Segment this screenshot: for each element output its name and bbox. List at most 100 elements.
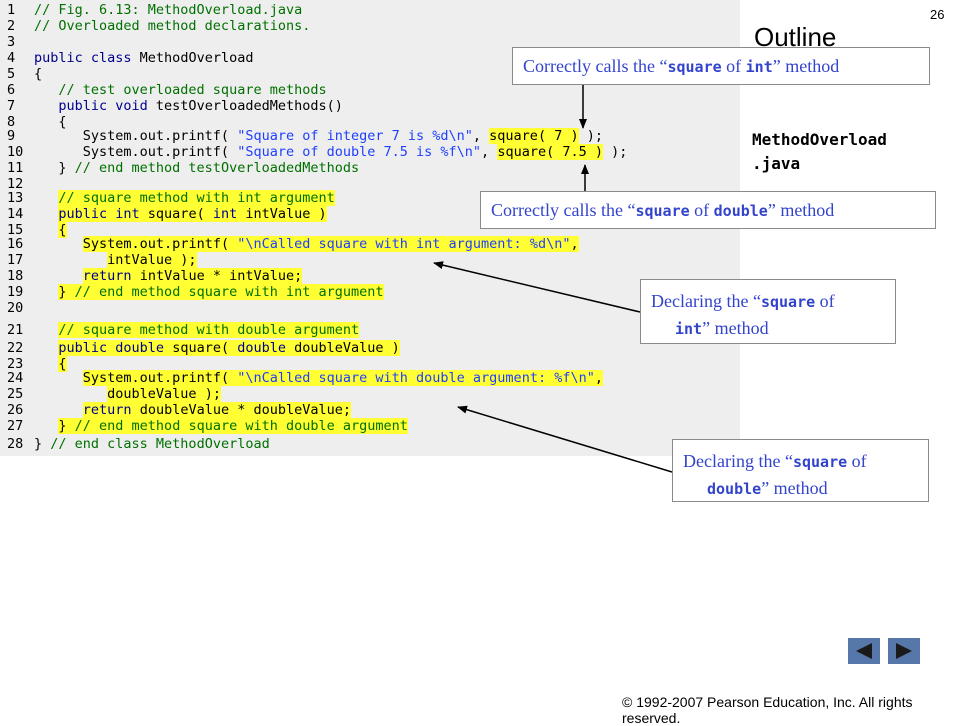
code-text: return doubleValue * doubleValue;: [34, 402, 352, 418]
code-line: 21 // square method with double argument: [0, 322, 740, 338]
code-segment: [34, 190, 58, 206]
code-text: {: [34, 222, 67, 238]
code-segment: // end class MethodOverload: [50, 436, 270, 452]
code-segment: MethodOverload: [131, 50, 254, 66]
line-number: 11: [7, 160, 24, 176]
callout-declares-int: Declaring the “square of int” method: [640, 279, 896, 344]
file-label-line-1: MethodOverload: [752, 130, 887, 149]
code-segment: doubleValue * doubleValue;: [131, 402, 352, 418]
code-segment: System.out.printf(: [82, 236, 238, 252]
code-text: {: [34, 114, 67, 130]
code-segment: return: [82, 268, 132, 284]
next-slide-button[interactable]: [888, 638, 920, 664]
callout-calls-int: Correctly calls the “square of int” meth…: [512, 47, 930, 85]
code-line: 6 // test overloaded square methods: [0, 82, 740, 98]
code-text: } // end method square with int argument: [34, 284, 384, 300]
code-text: System.out.printf( "\nCalled square with…: [34, 370, 603, 386]
copyright-notice: © 1992-2007 Pearson Education, Inc. All …: [622, 694, 913, 726]
code-line: 14 public int square( int intValue ): [0, 206, 740, 222]
code-segment: System.out.printf(: [82, 370, 238, 386]
code-segment: {: [58, 356, 67, 372]
code-segment: {: [34, 66, 43, 82]
code-line: 2 // Overloaded method declarations.: [0, 18, 740, 34]
code-text: System.out.printf( "Square of double 7.5…: [34, 144, 627, 160]
callout-calls-double: Correctly calls the “square of double” m…: [480, 191, 936, 229]
code-text: // square method with double argument: [34, 322, 360, 338]
code-segment: public void: [58, 98, 148, 114]
file-label-line-2: .java: [752, 154, 801, 173]
code-segment: [34, 236, 83, 252]
code-line: 17 intValue );: [0, 252, 740, 268]
code-line: 3: [0, 34, 740, 50]
code-segment: // end method testOverloadedMethods: [74, 160, 360, 176]
code-segment: square(: [139, 206, 213, 222]
code-text: public void testOverloadedMethods(): [34, 98, 342, 114]
line-number: 23: [7, 356, 24, 372]
code-text: System.out.printf( "Square of integer 7 …: [34, 128, 603, 144]
code-segment: int: [212, 206, 238, 222]
line-number: 1: [7, 2, 16, 18]
code-line: 8 {: [0, 114, 740, 130]
code-line: 4 public class MethodOverload: [0, 50, 740, 66]
code-line: 26 return doubleValue * doubleValue;: [0, 402, 740, 418]
code-segment: doubleValue );: [107, 386, 221, 402]
code-segment: [34, 268, 83, 284]
code-segment: System.out.printf(: [34, 144, 238, 160]
code-text: return intValue * intValue;: [34, 268, 303, 284]
code-segment: ,: [472, 128, 490, 144]
line-number: 25: [7, 386, 24, 402]
code-line: 9 System.out.printf( "Square of integer …: [0, 128, 740, 144]
prev-slide-button[interactable]: [848, 638, 880, 664]
code-segment: public class: [34, 50, 132, 66]
code-segment: [34, 284, 58, 300]
code-line: 15 {: [0, 222, 740, 238]
code-segment: "\nCalled square with double argument: %…: [237, 370, 595, 386]
code-segment: // Fig. 6.13: MethodOverload.java: [34, 2, 303, 18]
code-segment: [34, 402, 83, 418]
code-text: {: [34, 356, 67, 372]
line-number: 7: [7, 98, 16, 114]
code-line: 28} // end class MethodOverload: [0, 436, 740, 452]
code-segment: "\nCalled square with int argument: %d\n…: [237, 236, 571, 252]
code-segment: "Square of integer 7 is %d\n": [237, 128, 473, 144]
line-number: 24: [7, 370, 24, 386]
code-text: doubleValue );: [34, 386, 221, 402]
code-line: 27 } // end method square with double ar…: [0, 418, 740, 434]
code-segment: [34, 370, 83, 386]
code-segment: "Square of double 7.5 is %f\n": [237, 144, 482, 160]
code-text: System.out.printf( "\nCalled square with…: [34, 236, 579, 252]
line-number: 17: [7, 252, 24, 268]
code-line: 25 doubleValue );: [0, 386, 740, 402]
code-text: // Overloaded method declarations.: [34, 18, 310, 34]
code-line: 13 // square method with int argument: [0, 190, 740, 206]
code-segment: double: [237, 340, 286, 356]
code-segment: [34, 418, 58, 434]
code-line: 5{: [0, 66, 740, 82]
code-text: // square method with int argument: [34, 190, 335, 206]
line-number: 2: [7, 18, 16, 34]
code-segment: // end method square with int argument: [74, 284, 384, 300]
line-number: 18: [7, 268, 24, 284]
code-segment: // test overloaded square methods: [34, 82, 327, 98]
code-segment: ,: [481, 144, 498, 160]
code-line: 12: [0, 176, 740, 192]
code-line: 10 System.out.printf( "Square of double …: [0, 144, 740, 160]
code-line: 24 System.out.printf( "\nCalled square w…: [0, 370, 740, 386]
code-text: } // end class MethodOverload: [34, 436, 270, 452]
line-number: 4: [7, 50, 16, 66]
line-number: 6: [7, 82, 16, 98]
code-segment: {: [34, 114, 67, 130]
code-text: intValue );: [34, 252, 197, 268]
callout-declares-double: Declaring the “square of double” method: [672, 439, 929, 502]
file-label: MethodOverload .java: [752, 128, 887, 176]
code-segment: {: [58, 222, 67, 238]
code-text: public double square( double doubleValue…: [34, 340, 400, 356]
code-segment: // end method square with double argumen…: [74, 418, 408, 434]
code-text: // test overloaded square methods: [34, 82, 327, 98]
slide-number: 26: [930, 7, 945, 22]
code-segment: intValue * intValue;: [131, 268, 303, 284]
triangle-right-icon: [896, 643, 912, 659]
code-segment: [34, 340, 58, 356]
code-segment: // square method with double argument: [58, 322, 360, 338]
line-number: 3: [7, 34, 16, 50]
